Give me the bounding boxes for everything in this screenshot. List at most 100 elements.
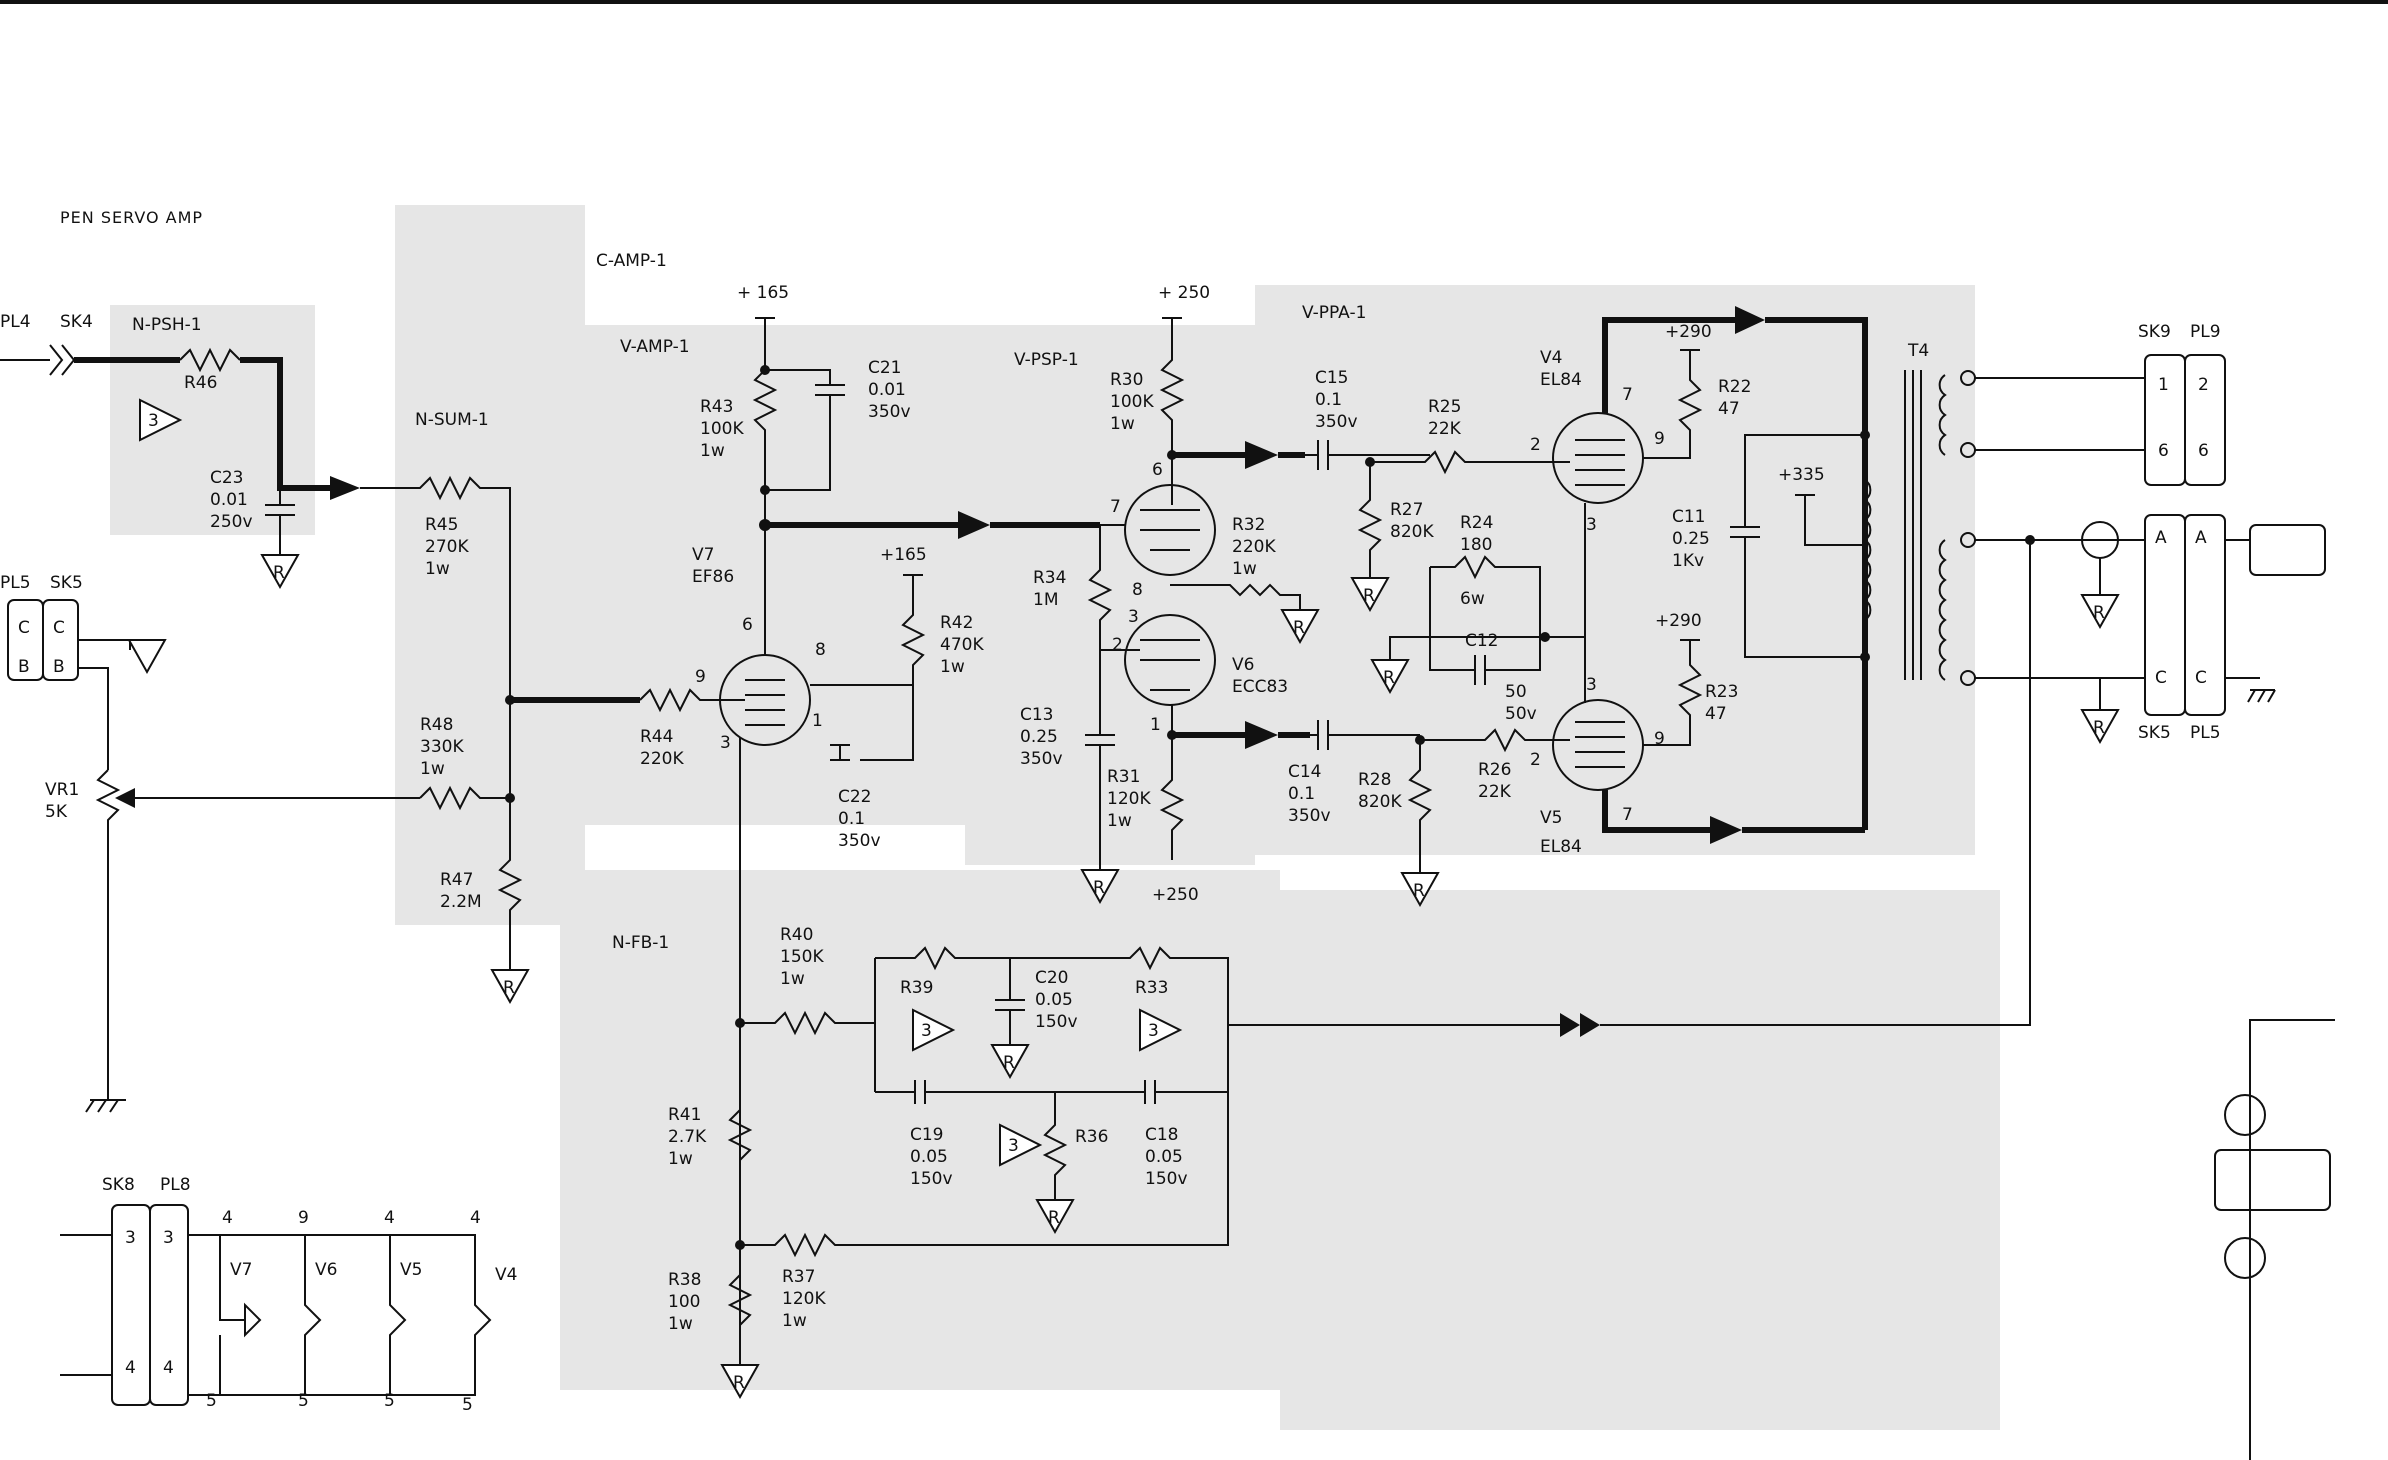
resistor-r22 xyxy=(1643,350,1703,459)
c18-name: C18 xyxy=(1145,1125,1179,1145)
c11-value: 0.25 xyxy=(1672,529,1710,549)
capacitor-c14 xyxy=(1310,720,1420,750)
resistor-r41 xyxy=(727,1109,753,1161)
resistor-r47 xyxy=(497,700,523,970)
v4-type: EL84 xyxy=(1540,370,1582,390)
connector-pl8: PL8 xyxy=(160,1175,191,1195)
capacitor-c22 xyxy=(830,744,850,761)
sk5-b: B xyxy=(53,657,65,677)
r26-name: R26 xyxy=(1478,760,1511,780)
connector-pl4: PL4 xyxy=(0,312,31,332)
r23-value: 47 xyxy=(1705,704,1727,724)
r31-rating: 1w xyxy=(1107,811,1132,831)
pl8-pin3: 3 xyxy=(163,1228,174,1248)
supply-250a: + 250 xyxy=(1158,283,1210,303)
c20-name: C20 xyxy=(1035,968,1069,988)
r37-value: 120K xyxy=(782,1289,826,1309)
capacitor-c15 xyxy=(1305,440,1430,470)
v7-pin9: 9 xyxy=(695,667,706,687)
r24-rating: 6w xyxy=(1460,589,1485,609)
heater-tap-9: 9 xyxy=(298,1208,309,1228)
r33-name: R33 xyxy=(1135,978,1168,998)
supply-335: +335 xyxy=(1778,465,1825,485)
resistor-r45 xyxy=(360,475,511,700)
c15-rating: 350v xyxy=(1315,412,1358,432)
r38-rating: 1w xyxy=(668,1314,693,1334)
c20-ref-label: R xyxy=(1003,1053,1015,1073)
c20-value: 0.05 xyxy=(1035,990,1073,1010)
heater-label-v7: V7 xyxy=(230,1260,252,1280)
stage-n-psh: N-PSH-1 xyxy=(132,315,202,335)
capacitor-c21 xyxy=(765,369,845,491)
transformer-t4-primary xyxy=(1863,479,1872,621)
r45-value: 270K xyxy=(425,537,469,557)
r43-name: R43 xyxy=(700,397,733,417)
r34-name: R34 xyxy=(1033,568,1066,588)
c15-name: C15 xyxy=(1315,368,1349,388)
r25-value: 22K xyxy=(1428,419,1462,439)
heater-v4 xyxy=(390,1234,492,1396)
v4-pin2: 2 xyxy=(1530,435,1541,455)
r32-name: R32 xyxy=(1232,515,1265,535)
r31-name: R31 xyxy=(1107,767,1140,787)
v5-pin3: 3 xyxy=(1586,675,1597,695)
connector-sk9: SK9 xyxy=(2138,322,2171,342)
v4-pin3: 3 xyxy=(1586,515,1597,535)
c12-ref-label: R xyxy=(1383,668,1395,688)
resistor-r31 xyxy=(1159,735,1185,860)
stage-n-fb: N-FB-1 xyxy=(612,933,669,953)
c12-name: C12 xyxy=(1465,631,1499,651)
heater-v7 xyxy=(188,1234,262,1396)
valve-v6-triode-a xyxy=(1124,484,1216,576)
c18-value: 0.05 xyxy=(1145,1147,1183,1167)
c23-name: C23 xyxy=(210,468,244,488)
resistor-r37 xyxy=(740,1025,1229,1258)
c20-rating: 150v xyxy=(1035,1012,1078,1032)
resistor-r44 xyxy=(639,687,730,713)
heater-label-v6: V6 xyxy=(315,1260,337,1280)
heater-tap-4b: 4 xyxy=(384,1208,395,1228)
heater-tap-5c: 5 xyxy=(384,1391,395,1411)
r28-ref-label: R xyxy=(1413,881,1425,901)
r47-name: R47 xyxy=(440,870,473,890)
sk8-pin4: 4 xyxy=(125,1358,136,1378)
amp-psh-label: 3 xyxy=(148,411,159,431)
heater-v5 xyxy=(305,1234,407,1396)
heater-tap-5b: 5 xyxy=(298,1391,309,1411)
r42-value: 470K xyxy=(940,635,984,655)
sk8-pin3: 3 xyxy=(125,1228,136,1248)
amp-symbol-r39 xyxy=(912,1008,956,1052)
r46-label: R46 xyxy=(184,373,217,393)
r30-value: 100K xyxy=(1110,392,1154,412)
t4-label: T4 xyxy=(1907,341,1929,361)
r28-value: 820K xyxy=(1358,792,1402,812)
conn-c1: C xyxy=(2155,668,2167,688)
resistor-r40 xyxy=(740,1010,875,1036)
c13-ref-label: R xyxy=(1093,878,1105,898)
r36-name: R36 xyxy=(1075,1127,1108,1147)
feedback-wire xyxy=(1600,700,2031,1026)
c21-name: C21 xyxy=(868,358,902,378)
c23-rating: 250v xyxy=(210,512,253,532)
r40-name: R40 xyxy=(780,925,813,945)
resistor-r42 xyxy=(860,575,926,761)
c22-value: 0.1 xyxy=(838,809,865,829)
pl9-pin2: 2 xyxy=(2198,375,2209,395)
lamp-ref-label: R xyxy=(2093,603,2105,623)
c19-rating: 150v xyxy=(910,1169,953,1189)
connector-pl9: PL9 xyxy=(2190,322,2221,342)
valve-v6-triode-b xyxy=(1124,614,1216,706)
v7-pin3: 3 xyxy=(720,733,731,753)
c12-value: 50 xyxy=(1505,682,1527,702)
vr1-name: VR1 xyxy=(45,780,79,800)
amp-r39-label: 3 xyxy=(921,1021,932,1041)
supply-165a: + 165 xyxy=(737,283,789,303)
signal-arrow-1 xyxy=(330,476,360,500)
r44-value: 220K xyxy=(640,749,684,769)
capacitor-c13 xyxy=(1085,650,1115,870)
heater-label-v5: V5 xyxy=(400,1260,422,1280)
r41-value: 2.7K xyxy=(668,1127,707,1147)
r25-name: R25 xyxy=(1428,397,1461,417)
capacitor-c11 xyxy=(1730,434,1865,658)
